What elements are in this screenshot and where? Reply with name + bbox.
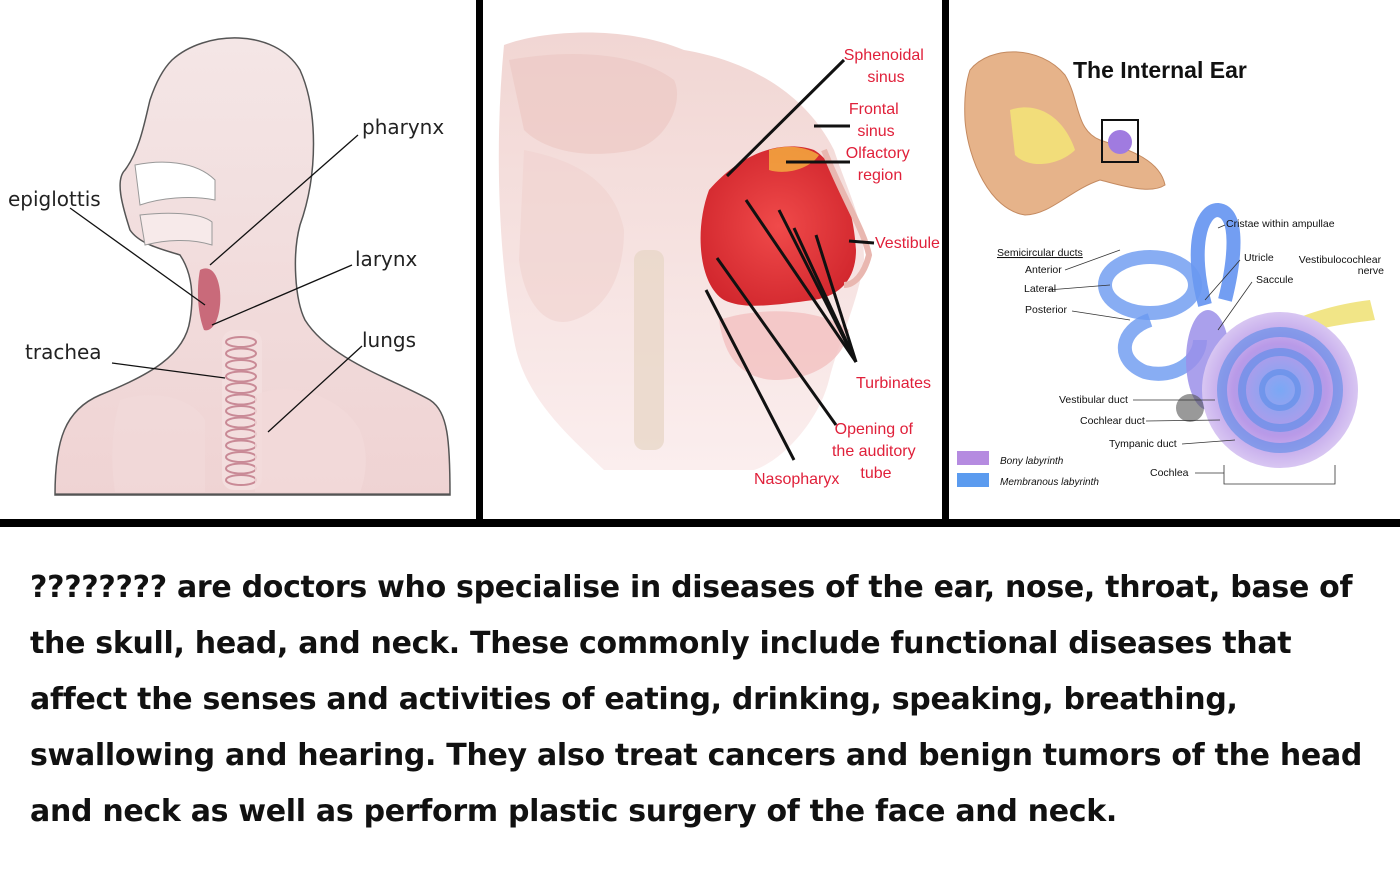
legend-swatch-bony xyxy=(957,451,989,465)
label-nasopharyx: Nasopharyx xyxy=(754,471,839,488)
respiratory-illustration: pharynx epiglottis larynx lungs trachea xyxy=(8,37,451,496)
trachea-ring xyxy=(225,382,257,394)
larynx-shape xyxy=(197,268,221,331)
body-silhouette xyxy=(54,37,451,496)
label-cristae: Cristae within ampullae xyxy=(1226,218,1335,230)
label-lungs: lungs xyxy=(362,328,416,352)
nasal-cavity-shape xyxy=(700,146,856,306)
label-semicircular-ducts: Semicircular ducts xyxy=(997,247,1083,259)
label-vestibule: Vestibule xyxy=(875,235,940,252)
nasal-cavity-diagram: Sphenoidal sinus Frontal sinus Olfactory… xyxy=(484,0,942,520)
label-epiglottis: epiglottis xyxy=(8,187,101,211)
label-turbinates: Turbinates xyxy=(856,375,931,392)
nasal-illustration: Sphenoidal sinus Frontal sinus Olfactory… xyxy=(498,32,940,488)
label-vestibulocochlear-nerve: Vestibulocochlear nerve xyxy=(1299,254,1384,277)
label-larynx: larynx xyxy=(355,247,418,271)
legend: Bony labyrinth Membranous labyrinth xyxy=(957,451,1099,488)
caption-text: ???????? are doctors who specialise in d… xyxy=(30,570,1363,829)
panel-divider xyxy=(942,0,949,527)
trachea-ring xyxy=(225,336,257,348)
trachea-ring xyxy=(225,359,257,371)
label-tympanic-duct: Tympanic duct xyxy=(1109,438,1177,450)
label-utricle: Utricle xyxy=(1244,252,1274,264)
trachea-rings xyxy=(222,330,262,490)
trachea-ring xyxy=(225,347,257,360)
label-auditory-tube: Opening of the auditory tube xyxy=(832,421,920,482)
label-posterior: Posterior xyxy=(1025,304,1068,316)
label-cochlea: Cochlea xyxy=(1150,467,1189,479)
trachea-ring xyxy=(225,370,257,383)
label-pharynx: pharynx xyxy=(362,115,444,139)
legend-swatch-membranous xyxy=(957,473,989,487)
label-vestibular-duct: Vestibular duct xyxy=(1059,394,1128,406)
ear-illustration: The Internal Ear Cristae within ampu xyxy=(957,51,1384,488)
inset-box xyxy=(1101,119,1139,163)
label-sphenoidal-sinus: Sphenoidal sinus xyxy=(844,47,929,86)
legend-label-bony: Bony labyrinth xyxy=(1000,456,1064,467)
label-lateral: Lateral xyxy=(1024,283,1056,295)
label-anterior: Anterior xyxy=(1025,264,1062,276)
legend-label-membranous: Membranous labyrinth xyxy=(1000,477,1099,488)
internal-ear-diagram: The Internal Ear Cristae within ampu xyxy=(950,0,1400,520)
label-olfactory-region: Olfactory region xyxy=(846,145,914,184)
caption-separator xyxy=(0,519,1400,527)
label-frontal-sinus: Frontal sinus xyxy=(849,101,903,140)
label-cochlear-duct: Cochlear duct xyxy=(1080,415,1145,427)
panel-divider xyxy=(476,0,483,527)
label-trachea: trachea xyxy=(25,340,102,364)
ear-diagram-title: The Internal Ear xyxy=(1073,57,1247,83)
label-saccule: Saccule xyxy=(1256,274,1294,286)
respiratory-tract-diagram: pharynx epiglottis larynx lungs trachea xyxy=(0,0,476,520)
